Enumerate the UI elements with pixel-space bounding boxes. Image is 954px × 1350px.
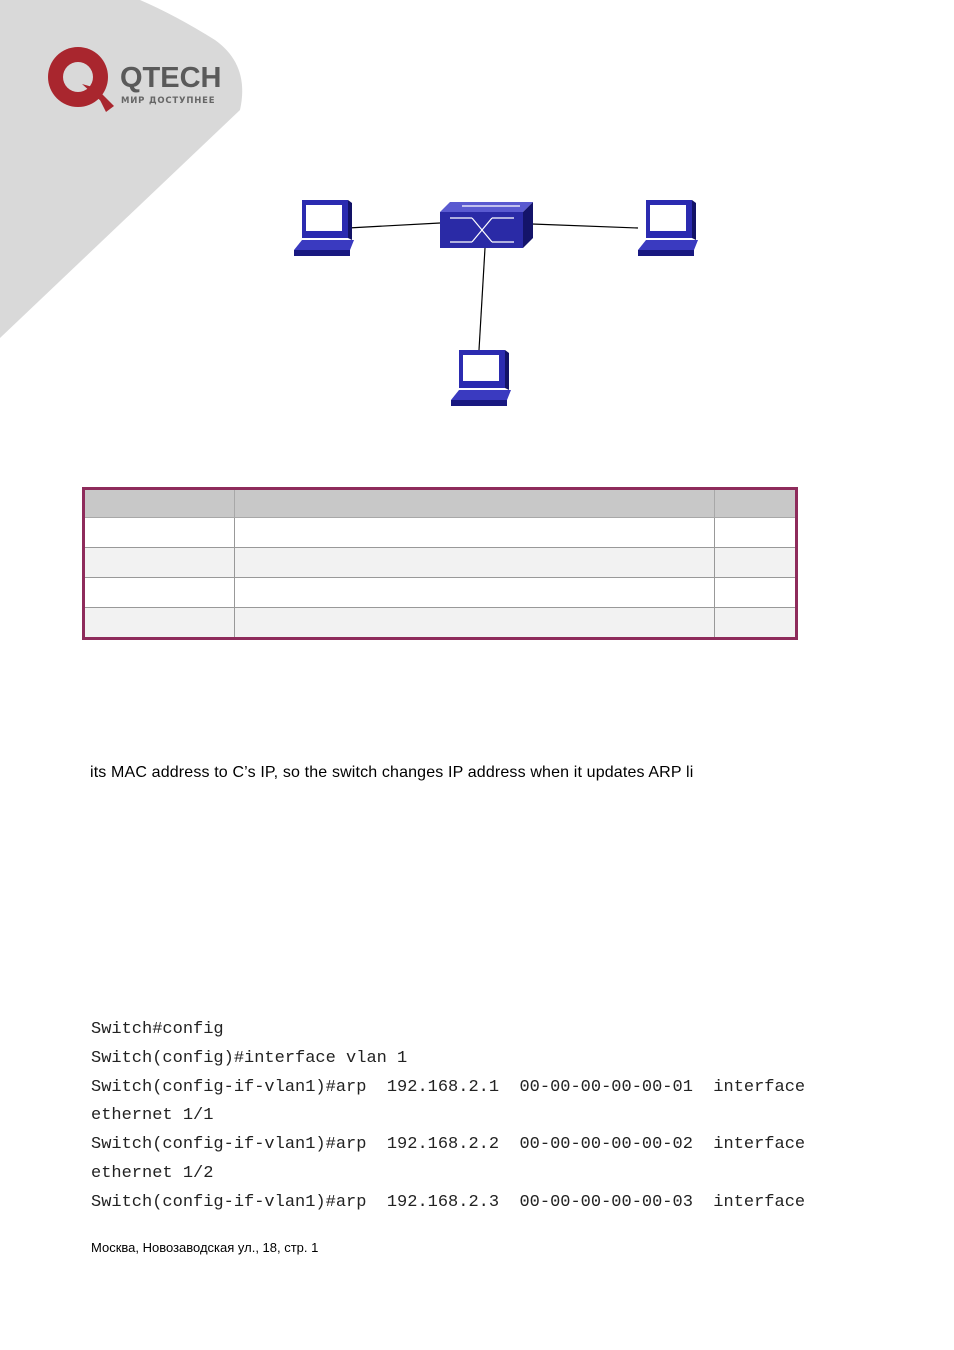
table-cell — [714, 517, 797, 548]
table-row — [82, 577, 797, 608]
body-paragraph: its MAC address to C’s IP, so the switch… — [90, 764, 694, 781]
network-diagram — [294, 200, 698, 406]
code-line: Switch(config)#interface vlan 1 — [91, 1049, 408, 1068]
table-cell — [82, 517, 236, 548]
table-cell — [82, 547, 236, 578]
connection-lines — [347, 222, 639, 351]
pc-bottom-icon — [451, 350, 511, 406]
table-row — [82, 607, 797, 639]
code-line: ethernet 1/2 — [91, 1164, 214, 1183]
table-header-cell — [82, 488, 236, 518]
switch-icon — [440, 202, 533, 248]
table-cell — [714, 547, 797, 578]
table-row — [82, 547, 797, 578]
table-cell — [234, 607, 716, 639]
code-line: Switch(config-if-vlan1)#arp 192.168.2.2 … — [91, 1135, 806, 1154]
brand-tagline: МИР ДОСТУПНЕЕ — [121, 96, 216, 106]
table-cell — [82, 577, 236, 608]
table-cell — [714, 577, 797, 608]
table-cell — [234, 547, 716, 578]
table-cell — [82, 607, 236, 639]
footer-address: Москва, Новозаводская ул., 18, стр. 1 — [91, 1240, 319, 1255]
table-cell — [714, 607, 797, 639]
pc-left-icon — [294, 200, 354, 256]
table-row — [82, 517, 797, 548]
table-header-cell — [234, 488, 716, 518]
pc-right-icon — [638, 200, 698, 256]
table-header-row — [82, 488, 797, 518]
table-header-cell — [714, 488, 797, 518]
brand-name: QTECH — [120, 62, 222, 94]
table-cell — [234, 517, 716, 548]
code-line: Switch(config-if-vlan1)#arp 192.168.2.1 … — [91, 1078, 806, 1097]
code-line: Switch#config — [91, 1020, 224, 1039]
qtech-logo-icon — [48, 47, 114, 112]
table-cell — [234, 577, 716, 608]
code-line: Switch(config-if-vlan1)#arp 192.168.2.3 … — [91, 1193, 806, 1212]
code-line: ethernet 1/1 — [91, 1106, 214, 1125]
configuration-table — [82, 487, 798, 640]
